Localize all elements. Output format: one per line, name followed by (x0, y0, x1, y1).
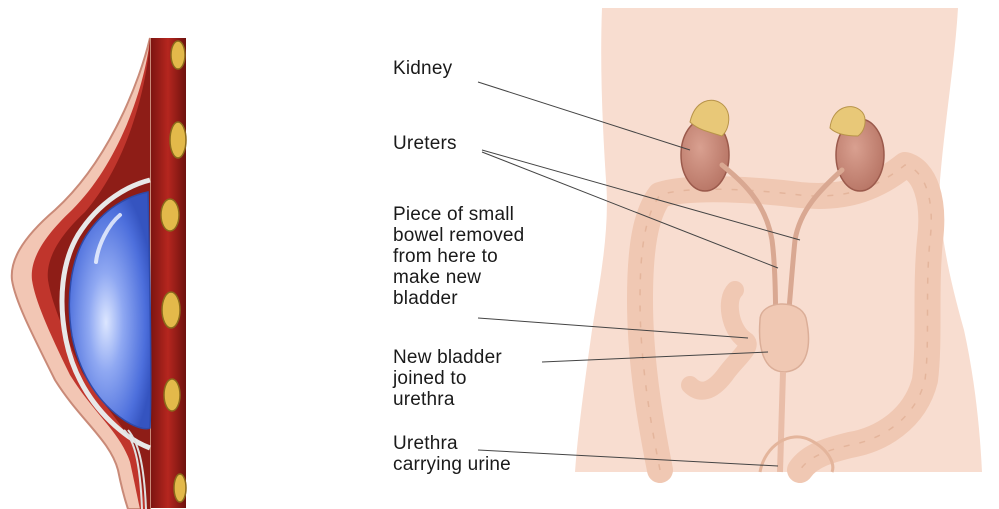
torso-diagram (575, 8, 982, 472)
label-kidney: Kidney (393, 58, 452, 79)
label-ureters: Ureters (393, 133, 457, 154)
new-bladder (760, 304, 809, 372)
chest-wall-muscle (150, 38, 186, 508)
label-new-bladder: New bladder joined to urethra (393, 347, 502, 410)
implant-cross-section (12, 38, 186, 509)
label-urethra: Urethra carrying urine (393, 433, 511, 475)
label-small-bowel: Piece of small bowel removed from here t… (393, 204, 524, 309)
urethra (780, 372, 783, 472)
